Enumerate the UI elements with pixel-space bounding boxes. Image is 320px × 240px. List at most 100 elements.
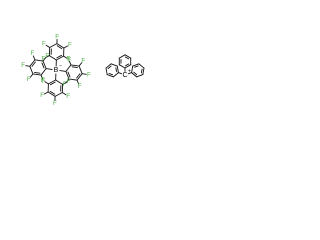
pfp-ring-right-double-bond — [71, 66, 78, 69]
pfp-ring-left-double-bond — [34, 71, 41, 74]
pfp-ring-left-fluorine-bond — [42, 57, 47, 62]
pfp-ring-bottom-fluorine-bond — [62, 81, 67, 85]
fluorine-label: F — [41, 55, 45, 62]
pfp-ring-bottom-double-bond — [49, 90, 56, 95]
fluorine-label: F — [67, 78, 71, 85]
pfp-ring-right-fluorine-bond — [78, 62, 83, 67]
pfp-ring-left-ring-bond — [29, 59, 36, 67]
phenyl-ring-right-ring-bond — [136, 74, 144, 78]
pfp-ring-top-ring-bond — [48, 55, 57, 61]
pfp-ring-right-fluorine-bond — [65, 78, 70, 83]
pfp-ring-left-fluorine-bond — [29, 73, 34, 78]
pfp-ring-left-ring-bond — [32, 73, 42, 76]
fluorine-label: F — [45, 52, 49, 59]
pfp-ring-top-fluorine-bond — [45, 55, 50, 59]
phenyl-ring-left-ring-bond — [105, 67, 108, 76]
boron-label: B — [54, 67, 59, 74]
phenyl-ring-left-ring-bond — [105, 63, 112, 69]
phenyl-ring-right-double-bond — [133, 71, 138, 76]
phenyl-ring-right-ring-bond — [142, 67, 145, 76]
pfp-ring-top-fluorine-bond — [45, 44, 51, 48]
phenyl-ring-top-double-bond — [124, 56, 130, 60]
pfp-ring-top-ring-bond — [56, 43, 65, 49]
phenyl-ring-left-ring-bond — [106, 74, 114, 78]
pfp-ring-bottom-double-bond — [50, 81, 56, 86]
pfp-ring-right-ring-bond — [68, 78, 78, 81]
fluorine-label: F — [30, 50, 34, 57]
phenyl-ring-top-ring-bond — [118, 54, 126, 59]
phenyl-ring-top-ring-bond — [118, 64, 126, 69]
phenyl-ring-top-ring-bond — [124, 64, 132, 69]
phenyl-ring-left-double-bond — [107, 65, 112, 69]
fluorine-label: F — [68, 41, 72, 48]
pfp-ring-left-double-bond — [41, 62, 45, 69]
fluorine-label: F — [63, 81, 67, 88]
pfp-ring-left-ring-bond — [42, 60, 47, 70]
pfp-ring-right-fluorine-bond — [81, 73, 87, 75]
pfp-ring-bottom-ring-bond — [47, 91, 56, 97]
bond-layer — [25, 38, 145, 102]
phenyl-ring-top-ring-bond — [124, 54, 132, 59]
fluorine-label: F — [67, 55, 71, 62]
fluorine-label: F — [40, 92, 44, 99]
pfp-ring-left-double-bond — [31, 61, 36, 67]
fluorine-label: F — [81, 57, 85, 64]
phenyl-ring-left-ring-bond — [112, 72, 119, 78]
fluorine-label: F — [66, 93, 70, 100]
phenyl-ring-left-ring-bond — [116, 65, 119, 74]
boron-charge-label: − — [59, 63, 62, 69]
pfp-ring-right-ring-bond — [65, 70, 70, 80]
pfp-ring-left-fluorine-bond — [40, 74, 44, 80]
fluorine-label: F — [87, 71, 91, 78]
fluorine-label: F — [55, 33, 59, 40]
fluorine-label: F — [21, 62, 25, 69]
carbon-label-backing — [121, 71, 129, 79]
pfp-ring-right-ring-bond — [65, 64, 72, 72]
phenyl-ring-top-double-bond — [124, 63, 130, 67]
pfp-ring-bottom-ring-bond — [47, 79, 57, 85]
pfp-ring-right-ring-bond — [70, 64, 80, 67]
pfp-ring-top-fluorine-bond — [63, 45, 69, 49]
trityl-aryl-bond-left — [117, 72, 123, 75]
phenyl-ring-right-double-bond — [134, 65, 139, 68]
phenyl-ring-left-double-bond — [115, 67, 117, 72]
pfp-ring-right-ring-bond — [76, 73, 83, 81]
pfp-ring-top-ring-bond — [49, 43, 58, 48]
pfp-ring-bottom-fluorine-bond — [61, 92, 67, 96]
phenyl-ring-left-double-bond — [108, 73, 114, 76]
pfp-ring-bottom-ring-bond — [54, 92, 63, 97]
pfp-ring-left-ring-bond — [40, 68, 47, 76]
phenyl-ring-right-double-bond — [140, 68, 143, 74]
pfp-ring-right-fluorine-bond — [76, 79, 80, 85]
pfp-ring-bottom-fluorine-bond — [43, 91, 49, 95]
fluorine-label: F — [42, 78, 46, 85]
phenyl-ring-right-ring-bond — [138, 63, 145, 69]
pfp-ring-left-fluorine-bond — [25, 65, 31, 67]
boron-aryl-bond-left — [45, 68, 54, 71]
fluorine-label: F — [78, 83, 82, 90]
pfp-ring-left-fluorine-bond — [32, 55, 36, 61]
fluorine-label: F — [42, 41, 46, 48]
phenyl-ring-right-ring-bond — [131, 65, 134, 74]
pfp-ring-top-ring-bond — [55, 55, 65, 61]
phenyl-ring-right-ring-bond — [132, 63, 140, 67]
trityl-aryl-bond-right — [127, 72, 133, 75]
fluorine-label: F — [67, 56, 71, 63]
phenyl-ring-right-ring-bond — [131, 72, 138, 78]
pfp-ring-top-double-bond — [56, 45, 63, 50]
carbocation-label: C — [122, 72, 127, 79]
pfp-ring-left-ring-bond — [34, 59, 44, 62]
pfp-ring-top-double-bond — [56, 54, 62, 59]
pfp-ring-right-double-bond — [76, 73, 81, 79]
phenyl-ring-left-ring-bond — [110, 63, 118, 67]
pfp-ring-right-double-bond — [67, 71, 71, 78]
pfp-ring-left-ring-bond — [29, 65, 34, 75]
fluorine-label: F — [41, 77, 45, 84]
boron-aryl-bond-right — [58, 69, 67, 72]
pfp-ring-bottom-ring-bond — [55, 79, 64, 85]
boron-label-backing — [52, 66, 60, 74]
carbocation-charge-label: + — [128, 68, 131, 74]
pfp-ring-bottom-fluorine-bond — [44, 81, 49, 85]
